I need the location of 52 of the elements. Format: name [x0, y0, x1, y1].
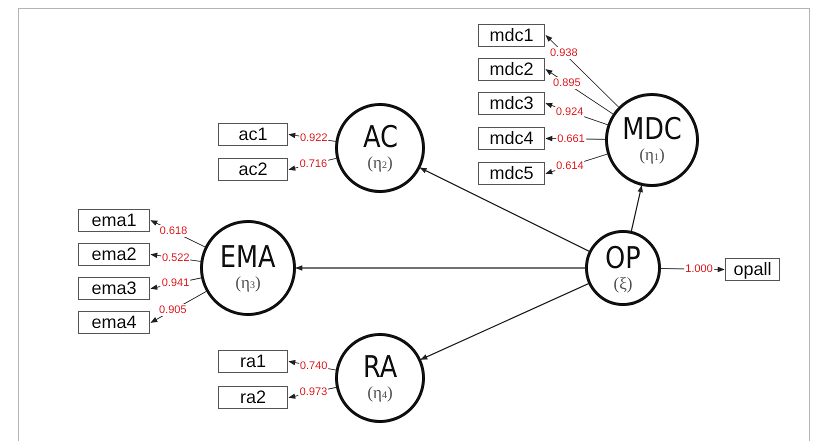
indicator-box [218, 386, 288, 409]
edge-label: 0.740 [298, 360, 328, 372]
indicator-name: mdc4 [489, 128, 534, 149]
edge-label: 0.618 [158, 225, 188, 238]
indicator-name: mdc3 [489, 93, 534, 114]
indicator-box [78, 311, 150, 334]
indicator-box [478, 58, 545, 81]
indicator-name: ema3 [91, 278, 137, 299]
edge-label: 0.716 [298, 158, 328, 170]
variable-name: AC [362, 122, 398, 154]
indicator-box [478, 24, 545, 47]
indicator-name: ema1 [91, 210, 137, 231]
indicator-name: ra2 [240, 387, 266, 408]
edge-label: 0.895 [552, 77, 582, 90]
indicator-name: mdc1 [489, 25, 534, 46]
path-arrow [420, 167, 590, 252]
indicator-box [218, 123, 288, 146]
indicator-box [78, 243, 150, 266]
variable-name: OP [605, 243, 641, 275]
edge-label: 0.905 [158, 304, 188, 316]
indicator-box [218, 350, 288, 373]
indicator-box [725, 258, 780, 281]
edge-label: 0.614 [555, 160, 585, 172]
indicator-box [218, 158, 288, 181]
path-arrow [420, 283, 589, 360]
indicator-name: ra1 [240, 351, 266, 372]
indicator-box [78, 209, 150, 232]
edge-label: 0.938 [549, 47, 579, 60]
variable-name: EMA [220, 242, 276, 274]
edge-label: 0.922 [298, 132, 328, 144]
indicator-box [478, 162, 545, 185]
edge-label: 1.000 [684, 263, 714, 276]
variable-name: RA [362, 352, 398, 384]
edge-label: 0.522 [160, 252, 191, 264]
indicator-name: ac2 [238, 159, 268, 180]
edge-label: 0.661 [556, 132, 586, 145]
indicator-name: ema4 [91, 312, 137, 333]
indicator-box [478, 92, 545, 115]
edge-label: 0.941 [160, 277, 190, 290]
indicator-name: mdc2 [489, 59, 534, 80]
path-arrow [630, 185, 643, 232]
variable-name: MDC [622, 114, 682, 146]
edge-label: 0.973 [298, 386, 328, 398]
indicator-name: opall [733, 259, 772, 280]
indicator-name: ema2 [91, 244, 137, 265]
edge-label: 0.924 [554, 106, 584, 118]
indicator-name: mdc5 [489, 163, 534, 184]
indicator-box [478, 127, 545, 150]
path-arrow [295, 265, 585, 271]
variable-symbol: (ξ) [614, 275, 632, 293]
indicator-box [78, 277, 150, 300]
indicator-name: ac1 [238, 124, 268, 145]
